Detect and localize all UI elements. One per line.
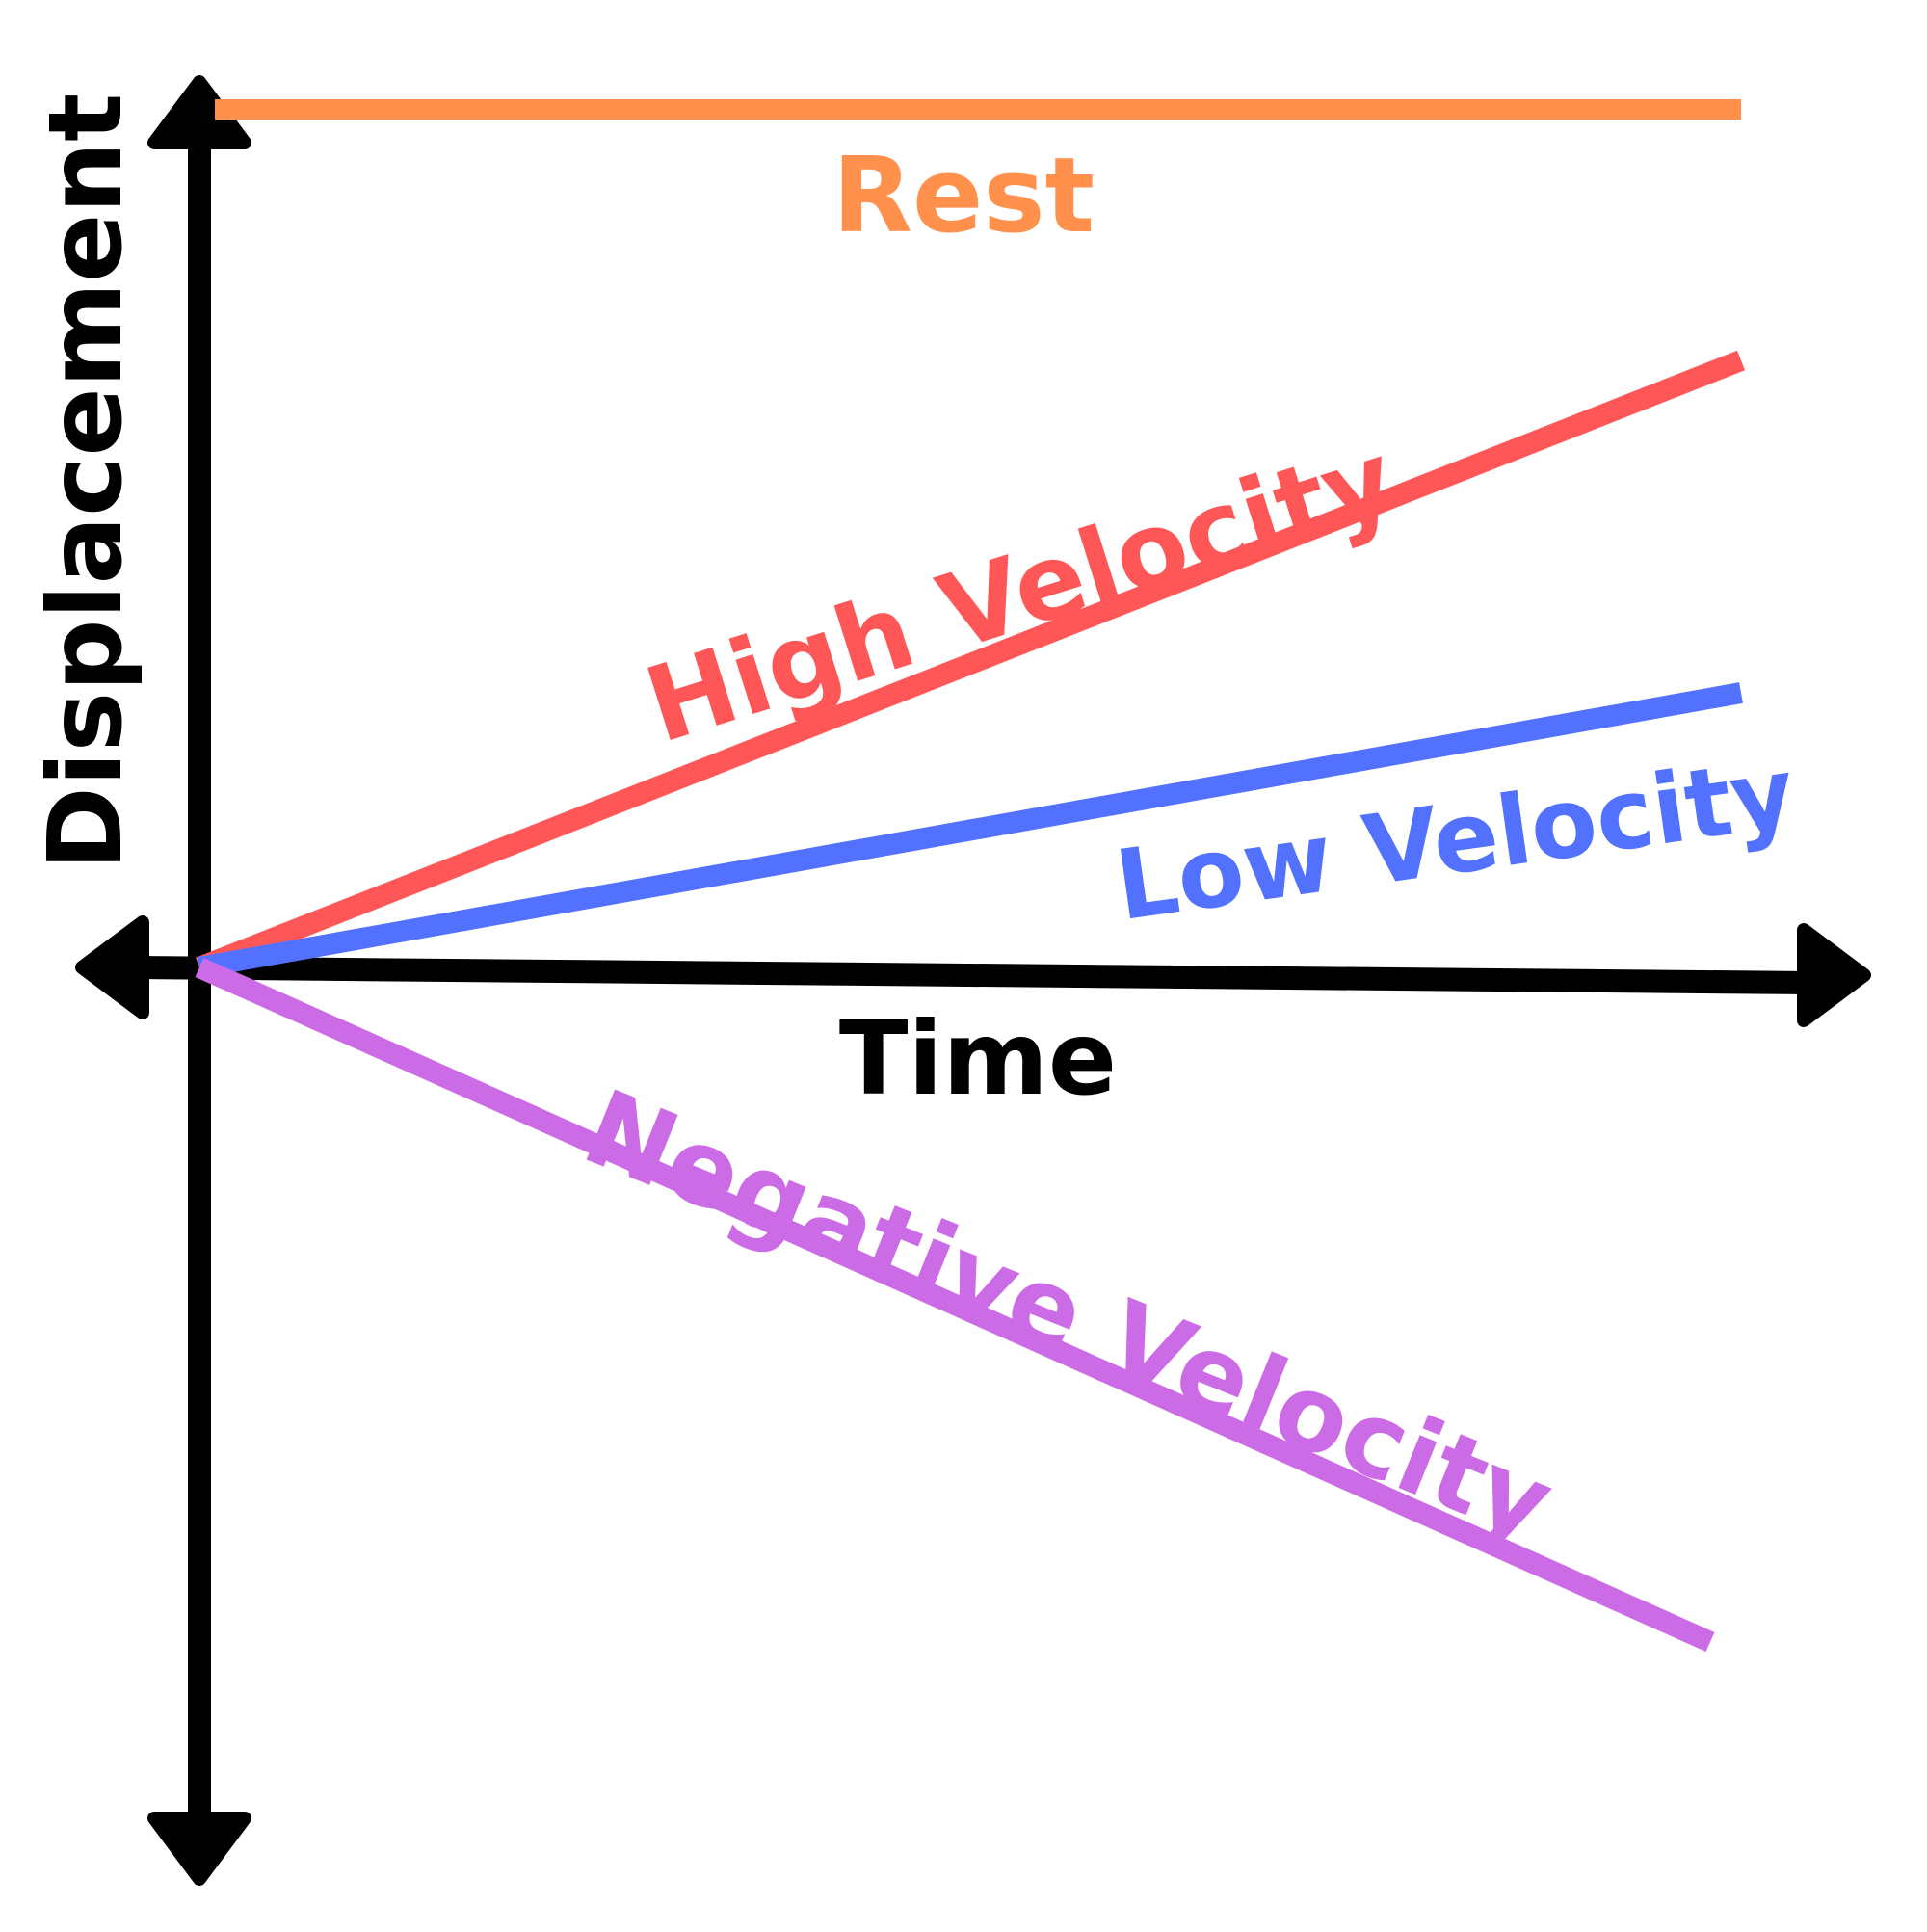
y-axis-arrow-down bbox=[147, 1812, 251, 1886]
x-axis-arrow-right bbox=[1797, 923, 1871, 1027]
series-line-high bbox=[195, 350, 1746, 978]
y-axis-label: Displacement bbox=[27, 93, 145, 871]
label-rest: Rest bbox=[832, 136, 1095, 256]
axes bbox=[75, 75, 1871, 1886]
label-high-velocity: High Velocity bbox=[633, 419, 1409, 767]
series-line-negative bbox=[195, 957, 1715, 1653]
series-layer bbox=[195, 99, 1746, 1653]
x-axis-arrow-left bbox=[75, 915, 149, 1019]
series-line-low bbox=[198, 682, 1743, 978]
x-axis-line bbox=[134, 956, 1812, 994]
label-negative-velocity: Negative Velocity bbox=[568, 1068, 1569, 1565]
series-labels: Rest High Velocity Low Velocity Negative… bbox=[568, 136, 1802, 1565]
label-low-velocity: Low Velocity bbox=[1109, 736, 1801, 943]
x-axis-label: Time bbox=[839, 1000, 1117, 1118]
